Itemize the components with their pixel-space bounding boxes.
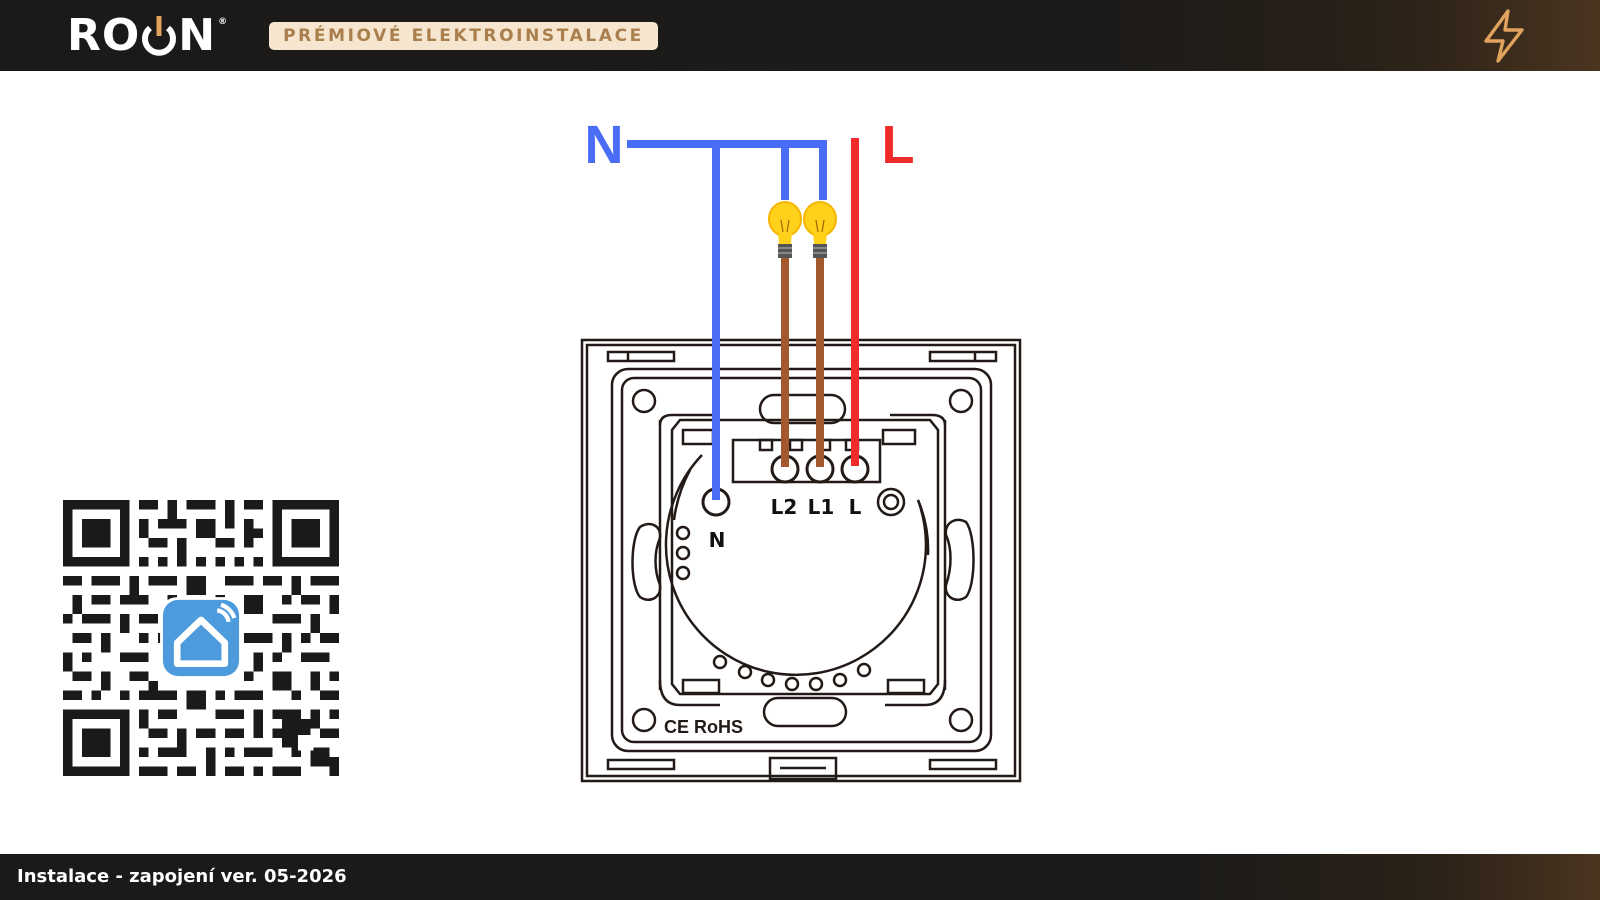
light-bulb-icon (768, 201, 802, 258)
terminal-label-l1: L1 (808, 495, 835, 519)
terminal-label-n: N (709, 528, 726, 552)
certification-marks: CE RoHS (664, 717, 743, 737)
switch-frame (580, 338, 1022, 783)
logo-text-n: N (178, 10, 217, 61)
smart-home-app-icon (160, 597, 242, 679)
terminal-screws (701, 454, 870, 517)
terminal-label-l2: L2 (771, 495, 798, 519)
brand-logo[interactable]: RO N ® (67, 14, 228, 58)
footer-bar: Instalace - zapojení ver. 05-2026 (0, 854, 1600, 900)
wiring-diagram: N L L2 L1 L N CE RoHS (580, 115, 1022, 783)
registered-mark: ® (218, 17, 229, 27)
footer-version-text: Instalace - zapojení ver. 05-2026 (17, 866, 347, 887)
neutral-wires (627, 140, 827, 500)
logo-text-ro: RO (67, 10, 141, 61)
qr-code[interactable] (63, 500, 339, 776)
light-bulb-icon (803, 201, 837, 258)
supply-live-label: L (882, 115, 915, 175)
power-icon (140, 14, 178, 58)
header-bar: RO N ® PRÉMIOVÉ ELEKTROINSTALACE (0, 0, 1600, 71)
tagline-badge: PRÉMIOVÉ ELEKTROINSTALACE (269, 22, 658, 50)
lightning-bolt-icon (1484, 9, 1524, 63)
supply-neutral-label: N (585, 115, 624, 175)
terminal-label-l: L (849, 495, 862, 519)
switched-wires (781, 258, 824, 467)
